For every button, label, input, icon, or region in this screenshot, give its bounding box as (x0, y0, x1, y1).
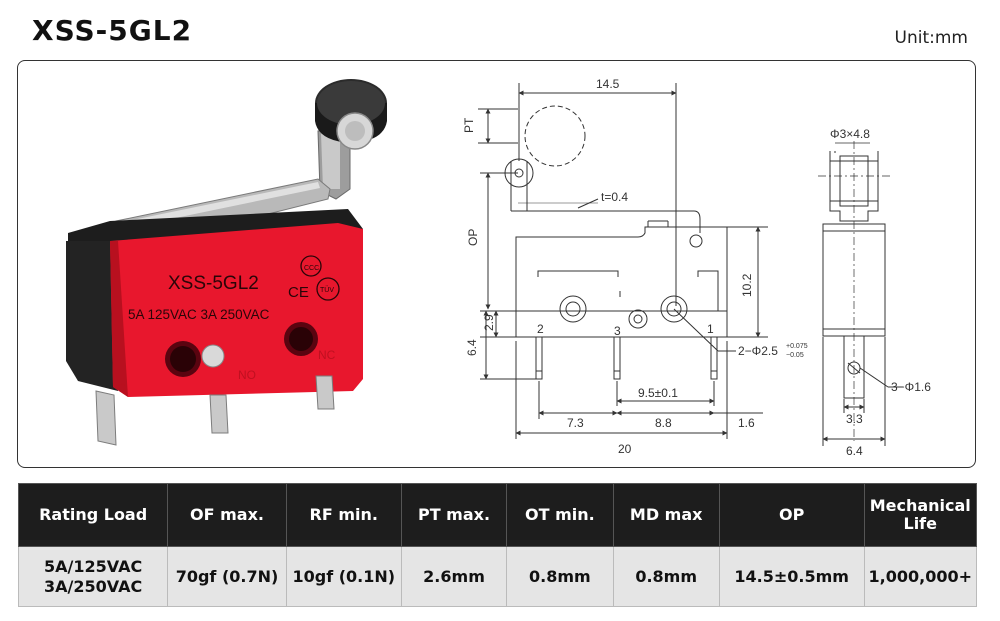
switch-body: XSS-5GL2 5A 125VAC 3A 250VAC CCC CE TÜV … (110, 223, 363, 397)
nc-mark: NC (318, 348, 336, 362)
terminal-3-label: 3 (614, 324, 621, 338)
spec-table: Rating Load OF max. RF min. PT max. OT m… (17, 483, 977, 607)
dim-7-3: 7.3 (567, 416, 584, 430)
unit-label: Unit:mm (894, 28, 968, 48)
product-photo: XSS-5GL2 5A 125VAC 3A 250VAC CCC CE TÜV … (66, 79, 387, 446)
dim-2-9: 2.9 (482, 314, 496, 331)
terminals (95, 375, 335, 446)
drawing-panel: XSS-5GL2 5A 125VAC 3A 250VAC CCC CE TÜV … (17, 60, 976, 468)
spec-value-row: 5A/125VAC 3A/250VAC 70gf (0.7N) 10gf (0.… (17, 546, 977, 607)
model-title: XSS-5GL2 (32, 14, 193, 47)
dim-pitch: 9.5±0.1 (638, 386, 678, 400)
dim-op: OP (466, 229, 480, 246)
header-pt-max: PT max. (400, 483, 508, 547)
value-rf-min: 10gf (0.1N) (285, 546, 402, 607)
hole-tolerance-minus: −0.05 (786, 352, 804, 359)
header-mechanical-life: Mechanical Life (863, 483, 977, 547)
ce-mark: CE (288, 284, 309, 301)
tuv-mark: TÜV (320, 286, 334, 294)
value-md-max: 0.8mm (612, 546, 720, 607)
dim-1-6: 1.6 (738, 416, 755, 430)
ccc-mark: CCC (304, 265, 319, 272)
value-op: 14.5±0.5mm (718, 546, 865, 607)
spec-header-row: Rating Load OF max. RF min. PT max. OT m… (17, 483, 977, 547)
roller (315, 79, 387, 150)
header-ot-min: OT min. (506, 483, 614, 547)
roller-bracket (317, 130, 351, 200)
terminal-2-label: 2 (537, 322, 544, 336)
dim-height: 10.2 (740, 273, 754, 297)
hole-tolerance-plus: +0.075 (786, 343, 808, 350)
dim-6-4: 6.4 (465, 339, 479, 356)
value-mechanical-life: 1,000,000+ (863, 546, 977, 607)
technical-drawing: 14.5 PT t=0.4 OP 10.2 2.9 6.4 2 3 1 2−Φ2… (462, 77, 931, 458)
value-ot-min: 0.8mm (506, 546, 614, 607)
dim-8-8: 8.8 (655, 416, 672, 430)
header-of-max: OF max. (167, 483, 287, 547)
terminal-1-label: 1 (707, 322, 714, 336)
value-rating-load: 5A/125VAC 3A/250VAC (17, 546, 169, 607)
header-rf-min: RF min. (285, 483, 402, 547)
dim-length: 20 (618, 442, 632, 456)
dim-side-width: 6.4 (846, 444, 863, 458)
dim-lever-thickness: t=0.4 (601, 190, 628, 204)
header-op: OP (718, 483, 865, 547)
header-md-max: MD max (612, 483, 720, 547)
c-mark: C (118, 382, 126, 394)
no-mark: NO (238, 368, 256, 382)
dim-roller: Φ3×4.8 (830, 127, 870, 141)
dim-pt: PT (462, 117, 476, 133)
value-pt-max: 2.6mm (400, 546, 508, 607)
value-of-max: 70gf (0.7N) (167, 546, 287, 607)
dim-overall-width: 14.5 (596, 77, 620, 91)
header-rating-load: Rating Load (17, 483, 169, 547)
body-rating-text: 5A 125VAC 3A 250VAC (128, 307, 270, 322)
dim-3-3: 3.3 (846, 412, 863, 426)
dim-terminal-hole: 3−Φ1.6 (891, 380, 931, 394)
hole-label: 2−Φ2.5 (738, 344, 778, 358)
body-model-text: XSS-5GL2 (168, 273, 259, 294)
